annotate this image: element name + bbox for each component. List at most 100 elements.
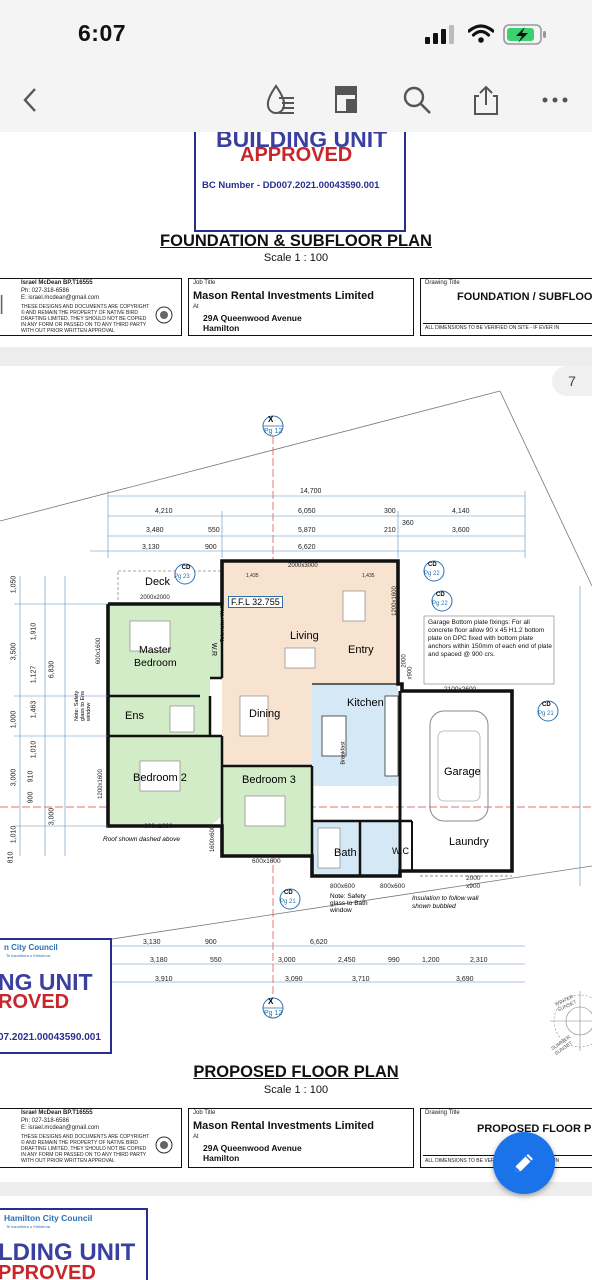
room-ensuite: Ens bbox=[125, 710, 144, 722]
room-laundry: Laundry bbox=[449, 836, 489, 848]
designer-email: E: israel.mcdean@gmail.com bbox=[21, 295, 100, 301]
page-view-button[interactable] bbox=[327, 80, 367, 120]
stamp-building-unit: BUILDING UNIT bbox=[216, 132, 388, 152]
dim-label: 910 bbox=[27, 770, 35, 783]
designer-bp: BP.T16555 bbox=[63, 280, 93, 286]
stamp-bc-number: BC Number - DD007.2021.00043590.001 bbox=[202, 180, 380, 191]
dim-label: 1,000 bbox=[10, 710, 18, 729]
dim-label: 5,870 bbox=[298, 527, 316, 534]
tv-wall-label: Television Wall bbox=[220, 605, 227, 643]
sofa bbox=[284, 647, 316, 669]
dim-label: 900 bbox=[205, 939, 217, 946]
text-adjust-button[interactable] bbox=[260, 80, 300, 120]
shower bbox=[169, 705, 195, 733]
signal-icon bbox=[425, 25, 454, 44]
pdf-page-foundation: BUILDING UNIT APPROVED BC Number - DD007… bbox=[0, 132, 592, 347]
copyright-text: THESE DESIGNS AND DOCUMENTS ARE COPYRIGH… bbox=[21, 304, 150, 334]
council-label: Hamilton City Council bbox=[4, 1213, 93, 1223]
dim-label: 14,700 bbox=[300, 488, 322, 495]
cd-tag: CD bbox=[542, 702, 551, 708]
window-size: 1200x1600 bbox=[391, 586, 398, 616]
dim-label: 360 bbox=[402, 520, 414, 527]
verify-note: ALL DIMENSIONS TO BE VERIFIED ON SITE - … bbox=[425, 325, 560, 331]
designer-phone: Ph: 027-318-6586 bbox=[21, 288, 70, 294]
drawing-label: Drawing Title bbox=[425, 1110, 460, 1116]
dim-label: 3,910 bbox=[155, 976, 173, 983]
window-size: 1,435 bbox=[246, 573, 259, 579]
page-number-indicator[interactable]: 7 bbox=[552, 366, 592, 396]
dim-label: 1,910 bbox=[30, 622, 38, 641]
room-master-bedroom: Bedroom bbox=[134, 657, 177, 669]
designer-name: Israel McDean bbox=[21, 280, 62, 286]
scale-label: Scale 1 : 100 bbox=[263, 1084, 329, 1096]
bed-3 bbox=[244, 795, 286, 827]
insulation-note: Insulation to follow wall shown bubbled bbox=[412, 895, 479, 910]
section-ref-top: Pg 12 bbox=[264, 428, 283, 435]
room-kitchen: Kitchen bbox=[347, 697, 384, 709]
edit-fab-button[interactable] bbox=[493, 1132, 555, 1194]
garage-note-box bbox=[423, 615, 555, 685]
dim-label: 6,050 bbox=[298, 508, 316, 515]
room-wr: W.R bbox=[210, 642, 218, 657]
room-dining: Dining bbox=[249, 708, 281, 720]
more-icon bbox=[542, 97, 568, 103]
cd-tag: CD bbox=[428, 562, 437, 568]
section-letter-bottom: X bbox=[268, 997, 274, 1006]
cd-tag-circle bbox=[423, 560, 445, 582]
dim-label: 6,620 bbox=[310, 939, 328, 946]
room-deck: Deck bbox=[145, 576, 171, 588]
note-bath-glass: Note: Safety glass to Bath window bbox=[330, 893, 368, 914]
drafting-logo-icon bbox=[155, 306, 173, 324]
share-button[interactable] bbox=[466, 80, 506, 120]
designer-block: Israel McDean BP.T16555 Ph: 027-318-6586… bbox=[0, 278, 182, 336]
stamp-building-unit: LDING UNIT bbox=[0, 1239, 136, 1266]
back-button[interactable] bbox=[10, 80, 50, 120]
dim-label: 3,710 bbox=[352, 976, 370, 983]
dim-label: 6,620 bbox=[298, 544, 316, 551]
dim-label: 550 bbox=[210, 957, 222, 964]
at-label: At bbox=[193, 304, 199, 310]
window-size: 1600x600 bbox=[210, 825, 217, 853]
drawing-title: FOUNDATION / SUBFLOO bbox=[457, 291, 592, 303]
room-living: Living bbox=[290, 630, 319, 642]
boundary-line bbox=[499, 390, 592, 587]
more-button[interactable] bbox=[535, 80, 575, 120]
room-bedroom-2: Bedroom 2 bbox=[133, 772, 187, 784]
cd-tag-circle bbox=[431, 590, 453, 612]
text-adjust-icon bbox=[266, 84, 294, 114]
drawing-title: PROPOSED FLOOR P bbox=[477, 1123, 592, 1135]
dining-table bbox=[239, 695, 269, 737]
cd-tag: CD bbox=[284, 890, 293, 896]
room-entry: Entry bbox=[348, 644, 374, 656]
back-chevron-icon bbox=[23, 88, 36, 112]
breakfast-label: Breakfast bbox=[340, 741, 347, 765]
designer-email: E: israel.mcdean@gmail.com bbox=[21, 1125, 100, 1131]
window-size: x900 bbox=[407, 666, 414, 680]
pdf-toolbar bbox=[0, 70, 592, 133]
stamp-bc-number: 07.2021.00043590.001 bbox=[0, 1032, 101, 1043]
job-label: Job Title bbox=[193, 280, 216, 286]
room-bath: Bath bbox=[334, 847, 357, 859]
ensuite-fill bbox=[108, 696, 210, 736]
room-wc: W.C bbox=[392, 846, 409, 856]
armchair bbox=[342, 590, 366, 622]
dim-label: 3,180 bbox=[150, 957, 168, 964]
address-line2: Hamilton bbox=[203, 1153, 240, 1163]
bed-2 bbox=[139, 760, 181, 792]
address-line1: 29A Queenwood Avenue bbox=[203, 1143, 302, 1153]
cd-tag-ref: Pg 21 bbox=[280, 899, 296, 905]
dim-label: 3,480 bbox=[146, 527, 164, 534]
section-ref-bottom: Pg 12 bbox=[264, 1010, 283, 1017]
page-view-icon bbox=[335, 86, 357, 113]
wifi-icon bbox=[468, 24, 494, 43]
stamp-approved: ROVED bbox=[0, 991, 70, 1013]
share-icon bbox=[474, 85, 498, 115]
cd-tag-circle bbox=[279, 888, 301, 910]
cd-tag-ref: Pg 23 bbox=[174, 574, 190, 580]
approval-stamp: BUILDING UNIT APPROVED BC Number - DD007… bbox=[194, 132, 406, 232]
window-size: 1,435 bbox=[362, 573, 375, 579]
search-button[interactable] bbox=[397, 80, 437, 120]
floor-plan-drawing bbox=[0, 390, 592, 1051]
cd-tag-ref: Pg 21 bbox=[538, 711, 554, 717]
stamp-building-unit: NG UNIT bbox=[0, 969, 93, 995]
